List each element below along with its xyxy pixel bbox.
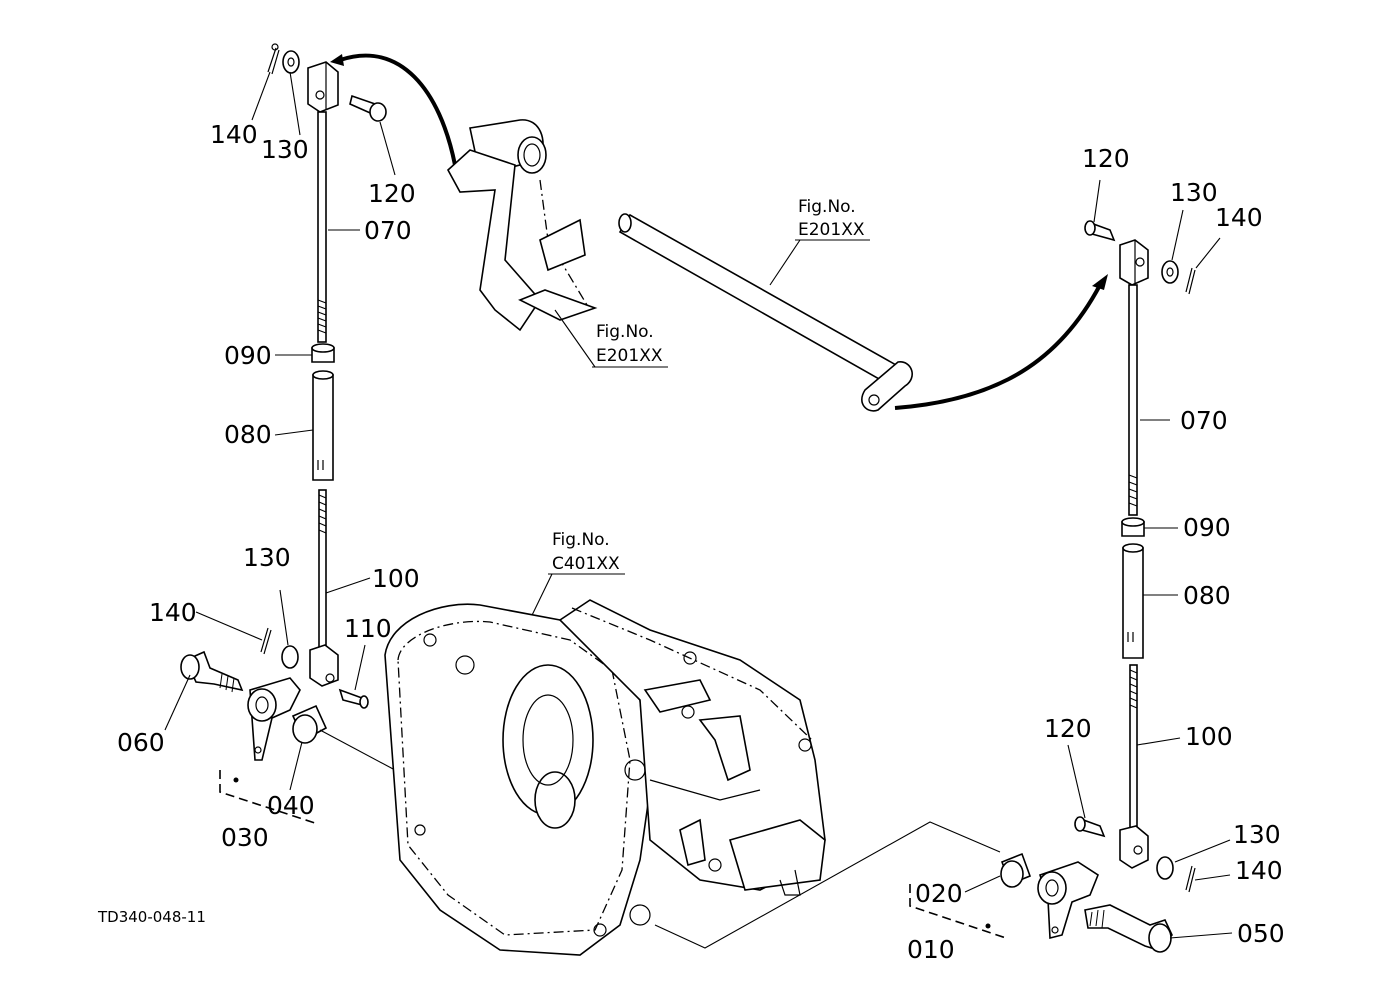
drawing-code: TD340-048-11 (97, 908, 206, 926)
left-rod-assembly (180, 43, 396, 783)
part-labels: 140 130 120 070 090 080 100 130 140 110 … (117, 120, 1285, 964)
label-100: 100 (1185, 722, 1233, 751)
clutch-pedal-assembly (330, 53, 1108, 412)
bracket-010 (909, 884, 1007, 939)
label-010: 010 (907, 935, 955, 964)
label-030: 030 (221, 823, 269, 852)
right-rod-assembly (985, 220, 1196, 953)
clutch-housing (384, 599, 1001, 956)
ref-label-line1: Fig.No. (552, 530, 610, 550)
ref-label-line1: Fig.No. (798, 197, 856, 217)
label-140: 140 (149, 598, 197, 627)
ref-label-line2: E201XX (798, 220, 865, 240)
label-120: 120 (1044, 714, 1092, 743)
label-140: 140 (1215, 203, 1263, 232)
ref-e201xx-pedal: Fig.No. E201XX (554, 309, 668, 368)
leader-lines (164, 71, 1233, 939)
label-140: 140 (1235, 856, 1283, 885)
label-130: 130 (261, 135, 309, 164)
label-050: 050 (1237, 919, 1285, 948)
label-130: 130 (243, 543, 291, 572)
label-060: 060 (117, 728, 165, 757)
label-080: 080 (224, 420, 272, 449)
ref-label-line2: C401XX (552, 554, 620, 574)
label-090: 090 (224, 341, 272, 370)
label-120: 120 (368, 179, 416, 208)
ref-e201xx-shaft: Fig.No. E201XX (769, 197, 870, 286)
ref-label-line1: Fig.No. (596, 322, 654, 342)
label-020: 020 (915, 879, 963, 908)
label-100: 100 (372, 564, 420, 593)
label-140: 140 (210, 120, 258, 149)
label-090: 090 (1183, 513, 1231, 542)
bracket-030 (219, 770, 319, 825)
label-070: 070 (1180, 406, 1228, 435)
label-130: 130 (1170, 178, 1218, 207)
ref-label-line2: E201XX (596, 346, 663, 366)
label-130: 130 (1233, 820, 1281, 849)
ref-c401xx-housing: Fig.No. C401XX (519, 530, 625, 641)
label-110: 110 (344, 614, 392, 643)
label-080: 080 (1183, 581, 1231, 610)
label-120: 120 (1082, 144, 1130, 173)
label-070: 070 (364, 216, 412, 245)
label-040: 040 (267, 791, 315, 820)
